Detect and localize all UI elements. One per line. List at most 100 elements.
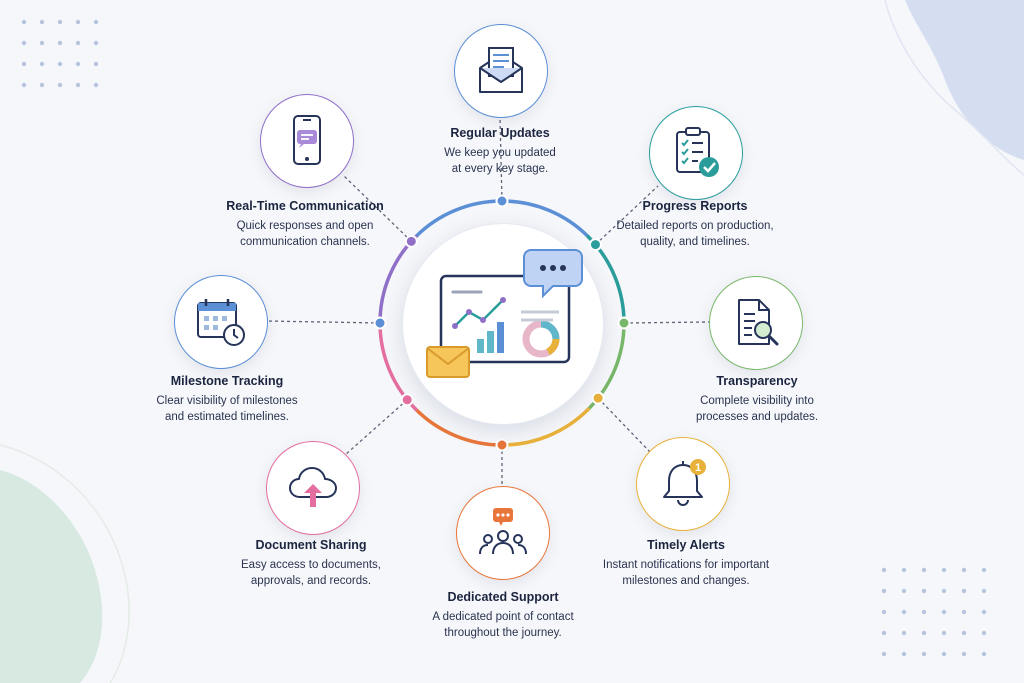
ring-dot [495,194,509,208]
transparency-node [709,276,803,370]
document-sharing-line-1: Easy access to documents, [241,559,381,571]
grid-dot [39,19,45,25]
document-sharing-node [266,441,360,535]
grid-dot [75,19,81,25]
grid-dot [921,630,927,636]
progress-reports-node [649,106,743,200]
corner-blob-top-right [905,0,1024,160]
grid-dot [941,651,947,657]
regular-updates-line-2: at every key stage. [451,163,549,175]
dashed-connector [595,185,659,246]
grid-dot [961,609,967,615]
grid-dot [881,651,887,657]
dashed-connector [623,321,710,324]
cloud-upload-icon [289,467,337,507]
transparency-title: Transparency [716,374,798,388]
grid-dot [881,630,887,636]
grid-dot [901,588,907,594]
grid-dot [981,630,987,636]
milestone-tracking-node [174,275,268,369]
grid-dot [75,82,81,88]
ring-dot [495,438,509,452]
grid-dot [57,82,63,88]
milestone-tracking-line-1: Clear visibility of milestones [156,395,298,407]
grid-dot [39,82,45,88]
ring-dots [373,194,631,452]
milestone-tracking-label: Milestone Tracking Clear visibility of m… [117,374,337,425]
timely-alerts-line-1: Instant notifications for important [602,559,770,571]
real-time-communication-node [260,94,354,188]
grid-dot [39,61,45,67]
timely-alerts-line-2: milestones and changes. [622,575,750,587]
transparency-line-1: Complete visibility into [700,395,814,407]
dashed-connector [343,175,412,242]
real-time-communication-label: Real-Time Communication Quick responses … [195,199,415,250]
real-time-communication-line-1: Quick responses and open [236,220,374,232]
alert-badge-count: 1 [695,462,701,474]
ring-segment [500,199,591,239]
regular-updates-node [454,24,548,118]
dot-grid-top-left [21,19,99,88]
grid-dot [881,609,887,615]
document-sharing-title: Document Sharing [255,538,367,552]
grid-dot [57,61,63,67]
grid-dot [941,588,947,594]
dashed-connector [344,399,408,456]
milestone-tracking-line-2: and estimated timelines. [164,411,289,423]
timely-alerts-title: Timely Alerts [647,538,725,552]
real-time-communication-title: Real-Time Communication [226,199,384,213]
grid-dot [21,82,27,88]
grid-dot [75,40,81,46]
support-team-icon [479,508,527,555]
grid-dot [901,567,907,573]
document-sharing-line-2: approvals, and records. [250,575,372,587]
regular-updates-line-1: We keep you updated [444,147,556,159]
dedicated-support-node [456,486,550,580]
grid-dot [901,609,907,615]
grid-dot [961,630,967,636]
dedicated-support-line-1: A dedicated point of contact [432,611,574,623]
grid-dot [21,19,27,25]
grid-dot [921,609,927,615]
dashed-connector [597,397,651,453]
ring-segment [413,199,504,239]
transparency-line-2: processes and updates. [695,411,819,423]
grid-dot [21,61,27,67]
grid-dot [57,19,63,25]
grid-dot [981,588,987,594]
grid-dot [57,40,63,46]
grid-dot [21,40,27,46]
corner-blob-bottom-left-outline [0,444,130,683]
dedicated-support-label: Dedicated Support A dedicated point of c… [393,590,613,641]
ring-dot [617,316,631,330]
grid-dot [921,567,927,573]
grid-dot [981,567,987,573]
progress-reports-line-2: quality, and timelines. [640,236,750,248]
grid-dot [93,82,99,88]
grid-dot [981,609,987,615]
ring-dot [588,238,602,252]
progress-reports-label: Progress Reports Detailed reports on pro… [585,199,805,250]
bell-notification-icon: 1 [663,459,706,506]
dot-grid-bottom-right [881,567,987,657]
ring-dot [404,234,418,248]
corner-blob-bottom-left [0,470,103,683]
grid-dot [961,588,967,594]
grid-dot [921,588,927,594]
ring-dot [400,393,414,407]
grid-dot [39,40,45,46]
ring-dot [591,391,605,405]
grid-dot [901,651,907,657]
grid-dot [961,567,967,573]
progress-reports-line-1: Detailed reports on production, [616,220,774,232]
timely-alerts-node: 1 [636,437,730,531]
grid-dot [901,630,907,636]
envelope-document-icon [479,47,523,93]
dashed-connector [265,320,381,324]
grid-dot [961,651,967,657]
grid-dot [941,567,947,573]
regular-updates-title: Regular Updates [450,126,550,140]
ring-segment [413,407,504,447]
